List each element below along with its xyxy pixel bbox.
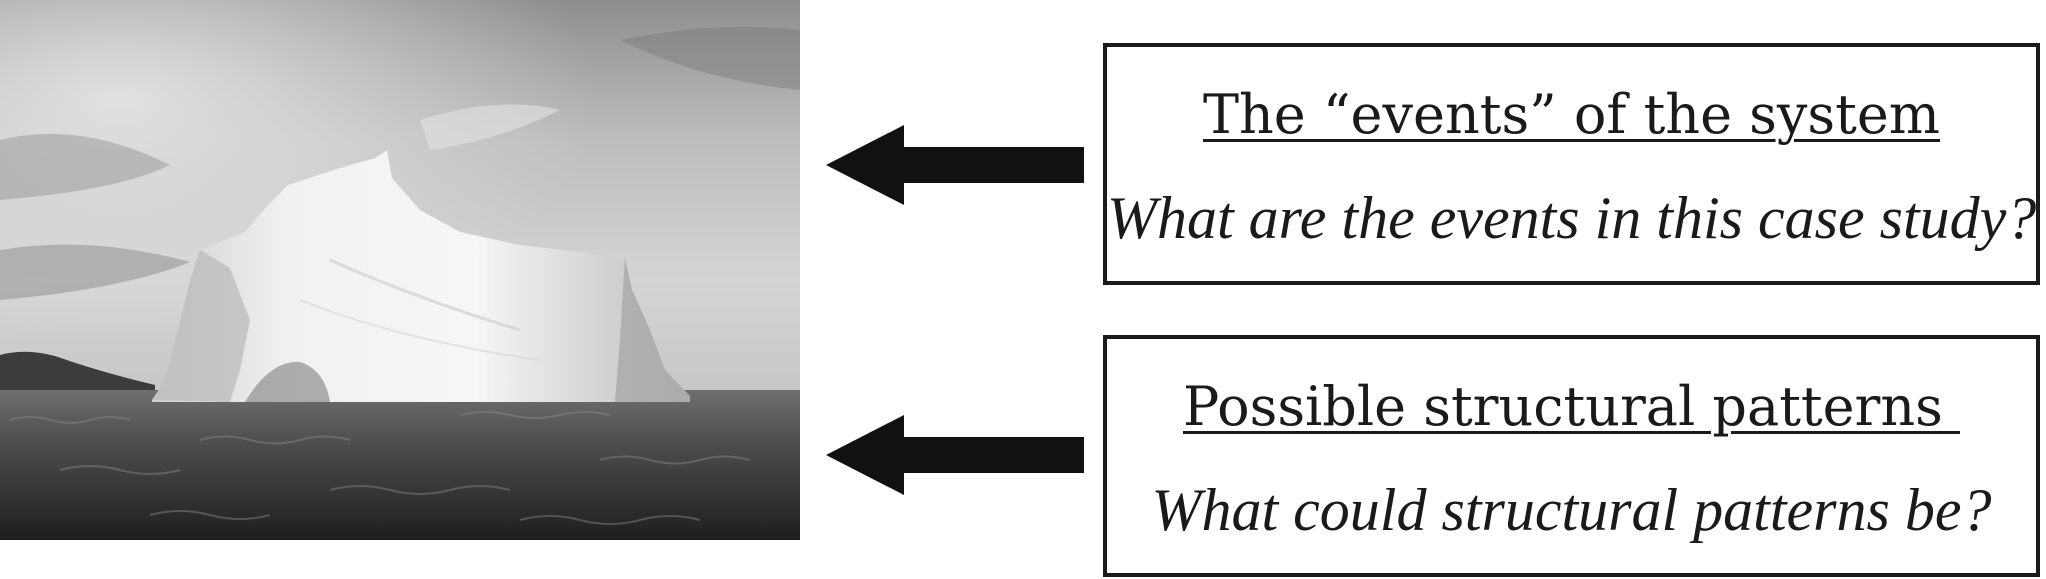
arrow-shape: [826, 125, 1084, 205]
cloud: [420, 104, 560, 150]
events-title: The “events” of the system: [1203, 83, 1940, 146]
iceberg-photo: [0, 0, 800, 540]
cloud: [620, 26, 800, 91]
structural-patterns-box: Possible structural patterns What could …: [1103, 335, 2040, 577]
events-box: The “events” of the system What are the …: [1103, 43, 2040, 285]
water: [0, 390, 800, 540]
left-arrow-2: [826, 415, 1084, 495]
structural-patterns-title: Possible structural patterns: [1182, 375, 1961, 438]
cloud: [0, 133, 170, 200]
left-arrow-1: [826, 125, 1084, 205]
distant-land: [0, 351, 155, 392]
iceberg: [152, 150, 690, 402]
events-question: What are the events in this case study?: [1107, 185, 2037, 251]
structural-patterns-question: What could structural patterns be?: [1151, 477, 1992, 543]
cloud: [0, 244, 190, 300]
arrow-shape: [826, 415, 1084, 495]
